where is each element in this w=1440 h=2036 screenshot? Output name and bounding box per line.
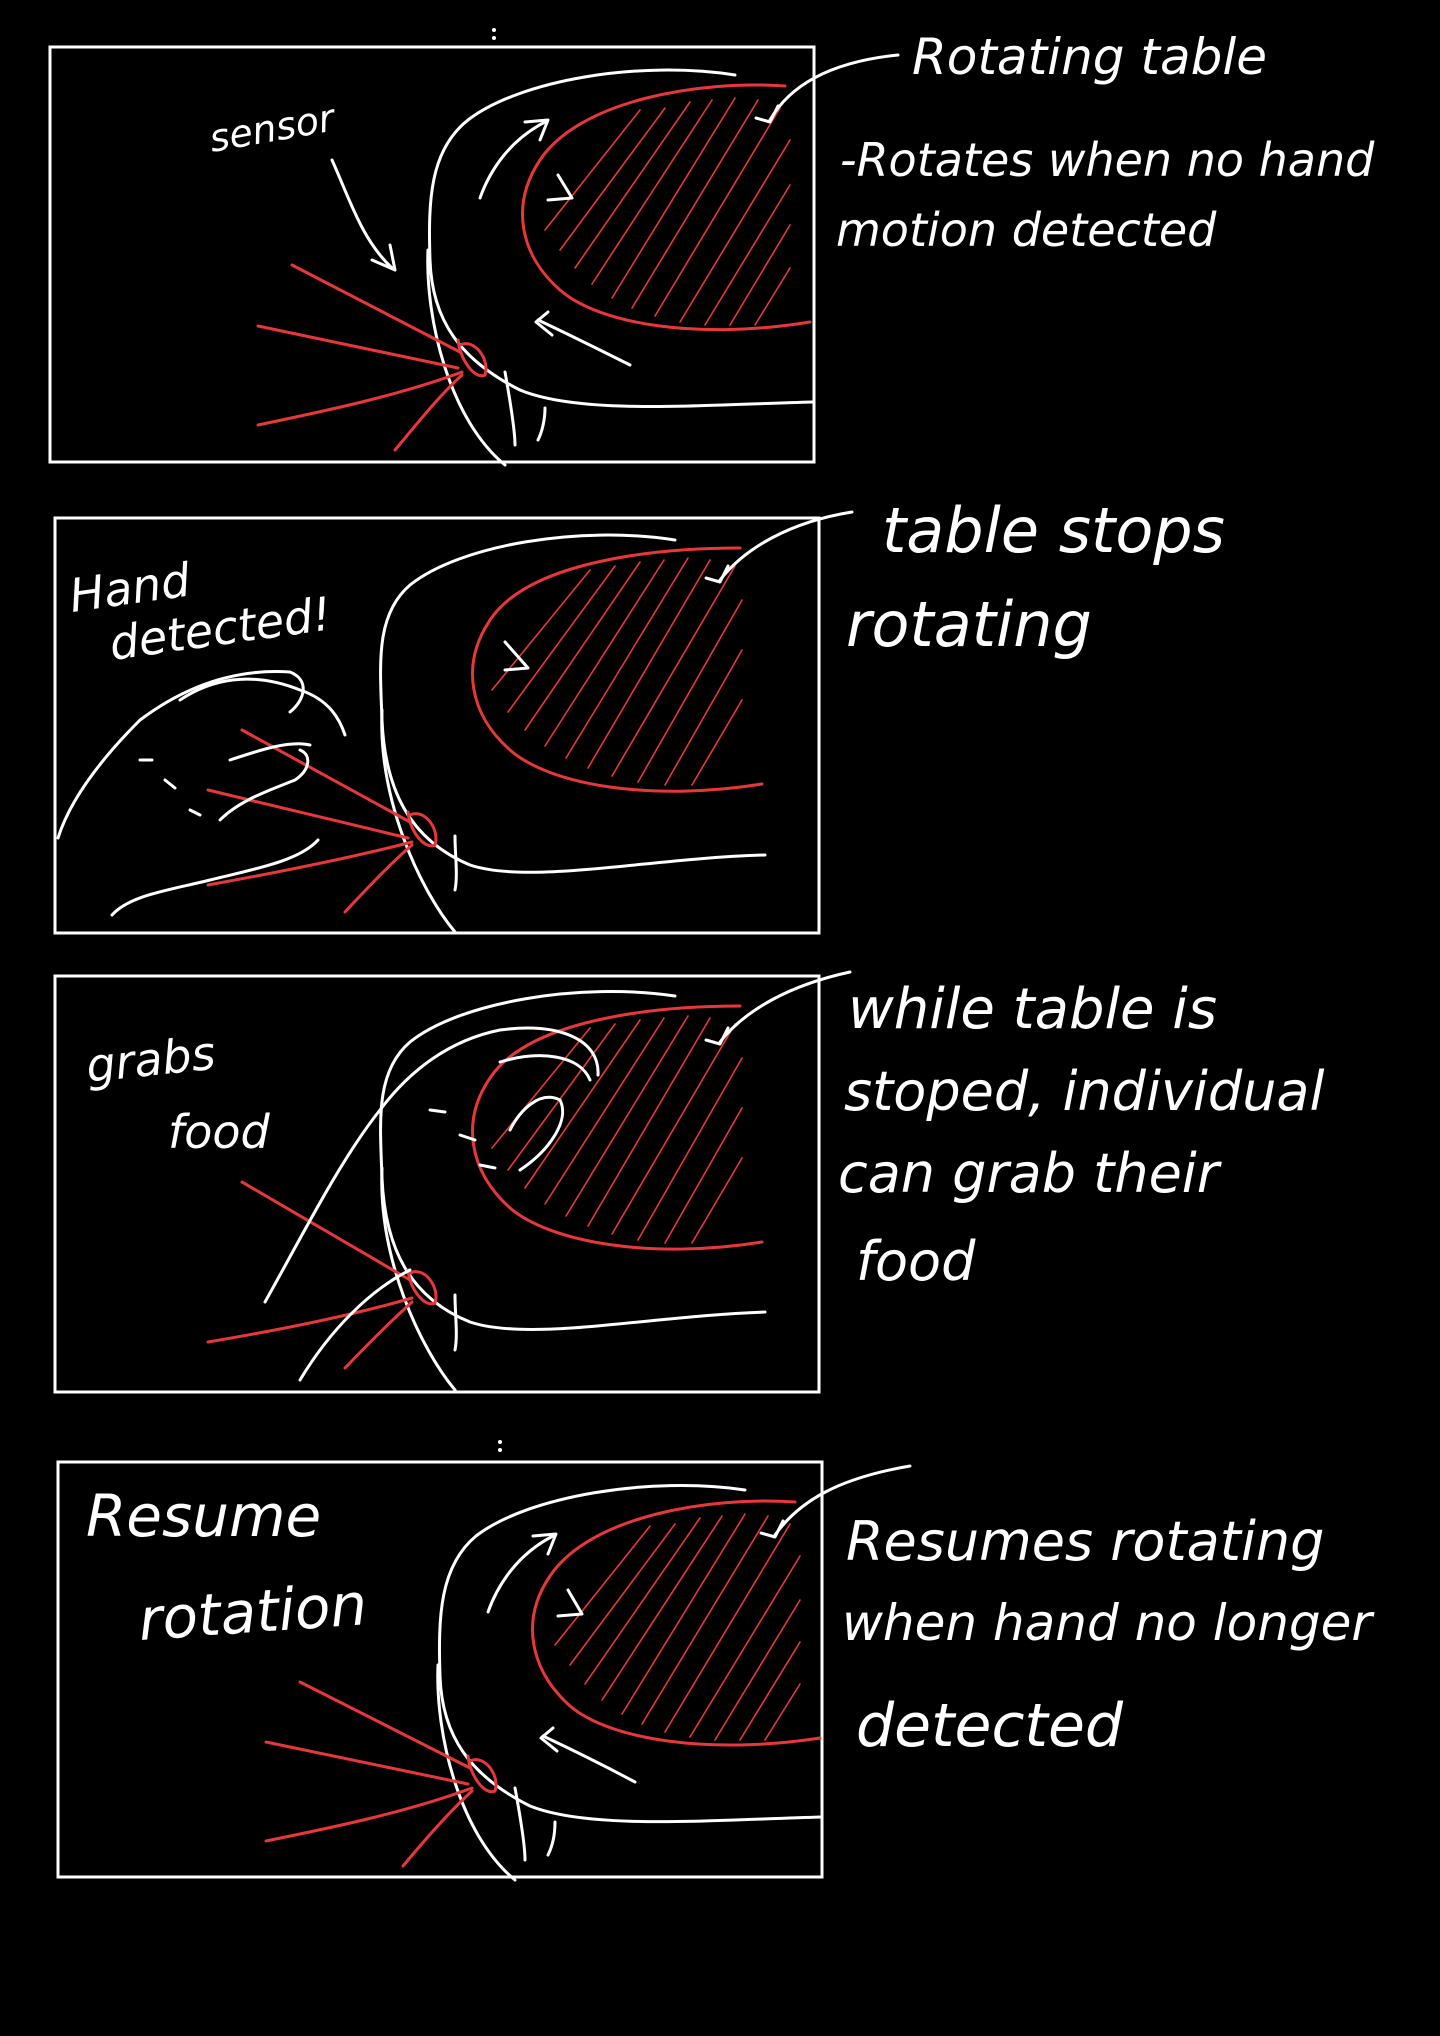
- frame-1-rotation-arrows: [478, 118, 632, 367]
- frame-1-table-sketch: [256, 53, 900, 467]
- frame-1-sensor-arrow: [330, 158, 397, 272]
- frame-1-food-hatching: [544, 97, 791, 326]
- frame-2-sensor-beams: [206, 728, 414, 914]
- frame-4-label-line-1: Resume: [86, 1482, 321, 1550]
- frame-3-note-line-1: while table is: [848, 977, 1217, 1042]
- frame-2-border: [53, 516, 821, 935]
- frame-4-note-line-1: Resumes rotating: [846, 1510, 1324, 1573]
- frame-3-note-line-4: food: [856, 1230, 976, 1293]
- frame-2-table-sketch: [56, 510, 854, 934]
- frame-3-note-line-2: stoped, individual: [844, 1060, 1325, 1123]
- frame-4-border: [56, 1460, 824, 1879]
- frame-2-note-line-2: rotating: [846, 588, 1092, 661]
- frame-1-note-line-3: motion detected: [836, 203, 1217, 257]
- frame-1-note-line-1: Rotating table: [912, 28, 1267, 86]
- frame-1-border: [48, 45, 816, 464]
- frame-4-sensor-beams: [264, 1680, 474, 1868]
- frame-3-table-sketch: [206, 970, 852, 1392]
- stray-mark: [498, 1440, 502, 1444]
- frame-2-hand-sketch: [56, 670, 347, 917]
- frame-3-border: [53, 974, 821, 1394]
- frame-2-note-line-1: table stops: [882, 494, 1225, 567]
- frame-4-note-line-3: detected: [856, 1691, 1124, 1761]
- frame-1-sensor-beams: [256, 263, 464, 452]
- frame-3-callout-arrow: [704, 970, 852, 1046]
- stray-mark: [492, 28, 496, 32]
- frame-1: [48, 45, 900, 467]
- frame-1-sensor-callout: sensor: [206, 95, 340, 161]
- frame-3-sensor-beams: [206, 1180, 414, 1370]
- frame-2-callout-arrow: [704, 510, 854, 584]
- frame-4-callout-arrow: [759, 1464, 912, 1539]
- frame-4: [56, 1460, 912, 1882]
- frame-4-table-sketch: [264, 1464, 912, 1882]
- frame-4-label-line-2: rotation: [136, 1570, 369, 1654]
- frame-3-note-line-3: can grab their: [838, 1142, 1222, 1205]
- frame-3: [53, 970, 852, 1394]
- frame-4-note-line-2: when hand no longer: [842, 1594, 1375, 1652]
- frame-1-callout-arrow: [754, 53, 900, 124]
- frame-3-label-line-2: food: [168, 1105, 270, 1159]
- stray-mark: [492, 36, 496, 40]
- frame-2-food-hatching: [491, 557, 743, 786]
- frame-3-label-line-1: grabs: [84, 1026, 218, 1093]
- stray-mark: [498, 1448, 502, 1452]
- frame-3-hand-sketch: [263, 1026, 600, 1382]
- frame-2: [53, 510, 854, 935]
- frame-3-food-hatching: [491, 1015, 743, 1244]
- frame-4-food-hatching: [554, 1513, 801, 1741]
- frame-4-rotation-arrows: [486, 1532, 637, 1784]
- frame-1-note-line-2: -Rotates when no hand: [840, 133, 1375, 187]
